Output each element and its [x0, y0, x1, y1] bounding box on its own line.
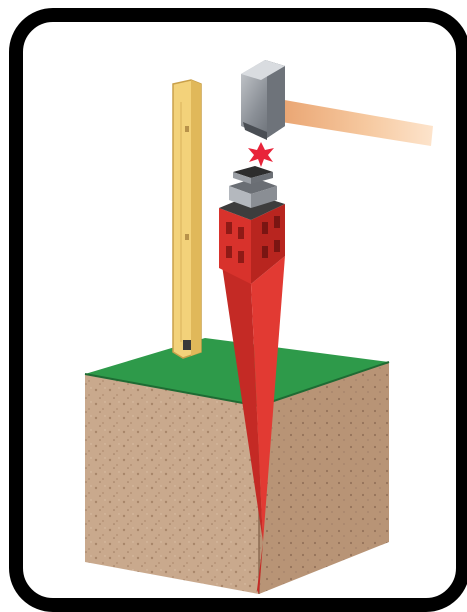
impact-star-icon: [248, 142, 274, 167]
wooden-post-icon: [173, 80, 201, 358]
installation-illustration: [23, 22, 456, 598]
sledgehammer-icon: [241, 60, 433, 146]
soil-block-icon: [85, 338, 389, 594]
rounded-frame: [9, 8, 467, 612]
